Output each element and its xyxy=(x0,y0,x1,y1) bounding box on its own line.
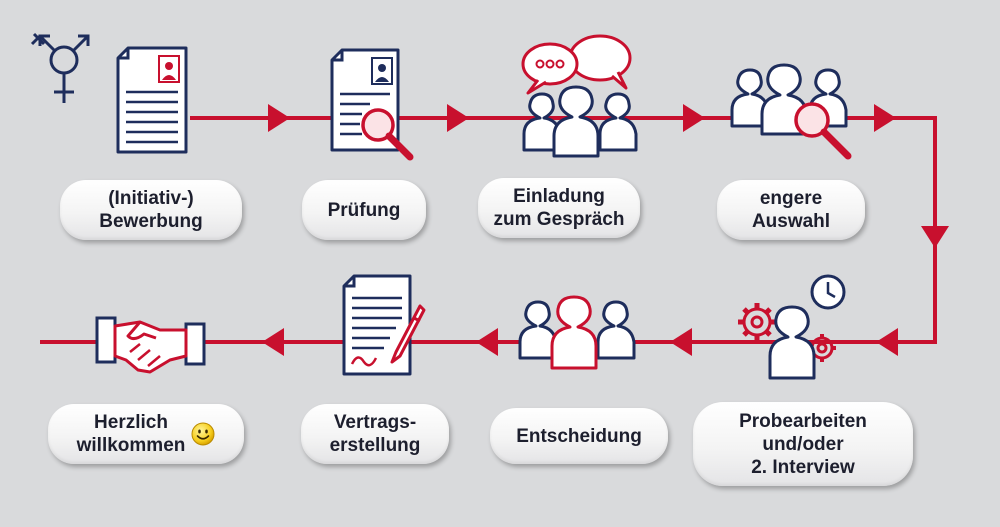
group-magnifier-icon xyxy=(730,63,852,160)
step-label-shortlist: engere Auswahl xyxy=(751,188,831,232)
contract-signing-icon xyxy=(342,274,426,376)
flow-arrows xyxy=(262,104,949,356)
step-pill-application: (Initiativ-) Bewerbung xyxy=(60,180,242,240)
step-pill-shortlist: engere Auswahl xyxy=(717,180,865,240)
step-label-application: (Initiativ-) Bewerbung xyxy=(99,188,203,232)
step-pill-invitation: Einladung zum Gespräch xyxy=(478,178,640,238)
arrow-left-1 xyxy=(876,328,898,356)
speech-bubbles-group-icon xyxy=(521,34,638,158)
application-document-icon xyxy=(116,46,188,154)
document-magnifier-icon xyxy=(330,48,414,161)
gears-clock-person-icon xyxy=(738,274,846,380)
step-label-trial-work: Probearbeiten und/oder 2. Interview xyxy=(739,410,867,478)
group-decision-icon xyxy=(518,295,636,370)
arrow-left-2 xyxy=(670,328,692,356)
gender-symbol-icon xyxy=(30,32,90,103)
step-label-decision: Entscheidung xyxy=(516,425,642,447)
step-label-invitation: Einladung zum Gespräch xyxy=(493,186,625,230)
step-pill-welcome: Herzlich willkommen xyxy=(48,404,244,464)
step-pill-review: Prüfung xyxy=(302,180,426,240)
arrow-right-1 xyxy=(268,104,290,132)
step-label-contract: Vertrags- erstellung xyxy=(329,412,421,456)
step-pill-contract: Vertrags- erstellung xyxy=(301,404,449,464)
arrow-right-2 xyxy=(447,104,469,132)
handshake-icon xyxy=(95,316,206,374)
arrow-left-3 xyxy=(476,328,498,356)
arrow-right-4 xyxy=(874,104,896,132)
step-pill-trial-work: Probearbeiten und/oder 2. Interview xyxy=(693,402,913,486)
step-label-review: Prüfung xyxy=(327,199,401,221)
arrow-left-4 xyxy=(262,328,284,356)
step-pill-decision: Entscheidung xyxy=(490,408,668,464)
arrow-right-3 xyxy=(683,104,705,132)
arrow-down xyxy=(921,226,949,248)
step-label-welcome: Herzlich willkommen xyxy=(76,412,186,456)
smiley-icon xyxy=(191,422,215,446)
